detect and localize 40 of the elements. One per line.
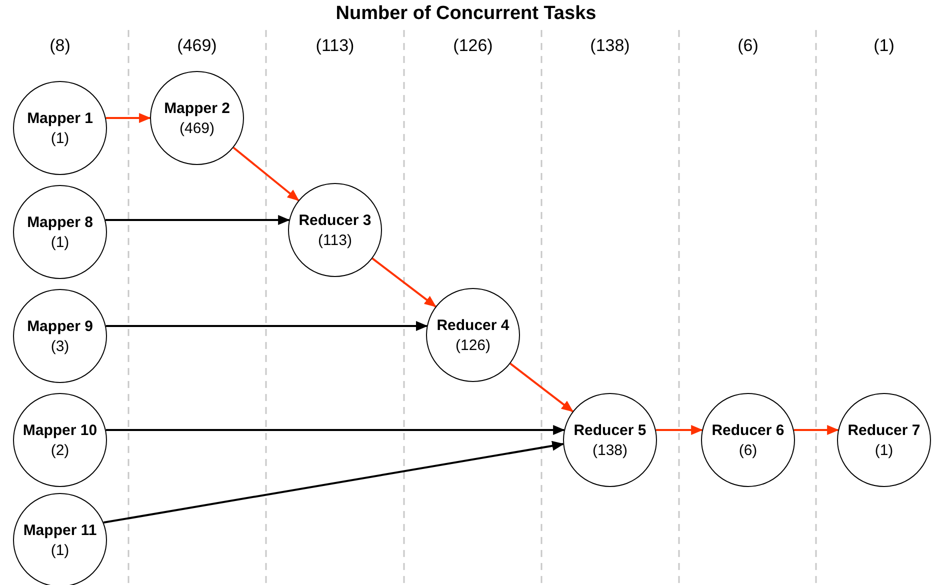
task-count: (469) <box>179 120 215 136</box>
arrow <box>103 440 564 524</box>
task-name: Reducer 7 <box>848 422 920 438</box>
column-header: (6) <box>736 36 760 56</box>
column-header: (126) <box>452 36 494 56</box>
task-count: (1) <box>50 130 70 146</box>
task-count: (1) <box>50 542 70 558</box>
column-header: (1) <box>872 36 896 56</box>
task-count: (1) <box>50 234 70 250</box>
task-name: Mapper 2 <box>164 100 230 116</box>
task-name: Reducer 5 <box>574 422 646 438</box>
task-count: (6) <box>738 442 758 458</box>
arrow <box>105 215 290 225</box>
arrow <box>106 113 151 123</box>
column-header: (469) <box>176 36 218 56</box>
column-header: (8) <box>48 36 72 56</box>
task-name: Reducer 6 <box>712 422 784 438</box>
task-count: (1) <box>874 442 894 458</box>
arrow <box>656 425 704 435</box>
task-name: Mapper 1 <box>27 110 93 126</box>
arrow <box>510 362 574 412</box>
arrow <box>106 321 428 331</box>
arrow <box>106 425 566 435</box>
task-count: (138) <box>592 442 628 458</box>
task-count: (126) <box>455 336 491 354</box>
column-header: (138) <box>589 36 631 56</box>
column-header: (113) <box>314 36 356 56</box>
task-name: Mapper 8 <box>27 214 93 230</box>
arrow <box>372 258 436 308</box>
task-count: (2) <box>50 442 70 458</box>
arrow <box>232 146 300 202</box>
task-name: Mapper 9 <box>27 318 93 334</box>
task-name: Reducer 4 <box>436 316 510 334</box>
task-name: Mapper 10 <box>22 422 98 438</box>
task-name: Mapper 11 <box>23 522 97 538</box>
task-count: (3) <box>50 338 70 354</box>
task-name: Reducer 3 <box>298 212 372 228</box>
task-count: (113) <box>318 232 352 248</box>
arrow <box>794 425 840 435</box>
chart-title: Number of Concurrent Tasks <box>334 3 598 25</box>
